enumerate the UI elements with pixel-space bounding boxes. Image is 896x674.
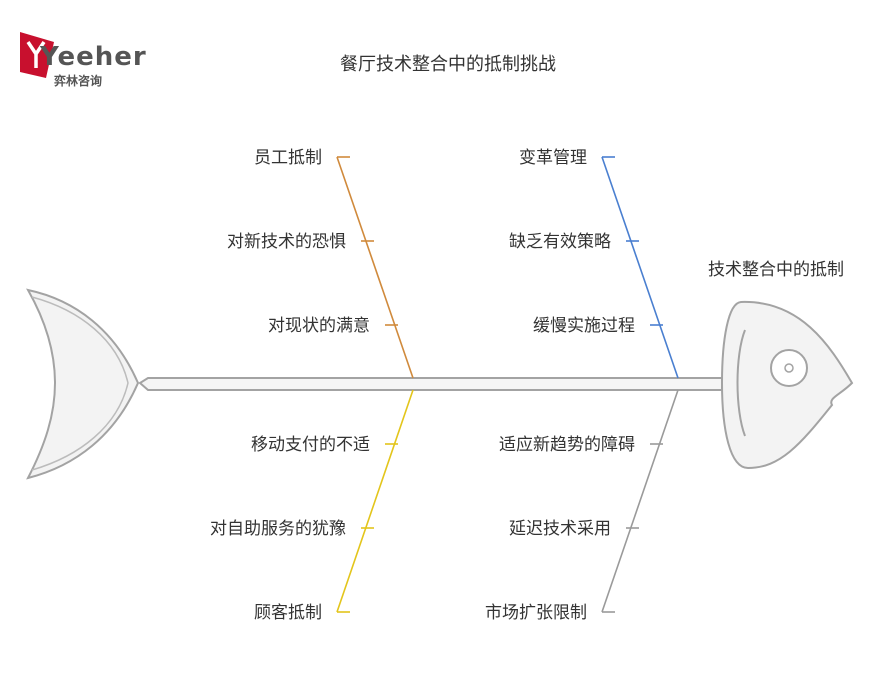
label-tr-2: 缺乏有效策略 [509, 232, 611, 252]
label-tr-3: 缓慢实施过程 [533, 316, 635, 336]
fish-gill [736, 329, 746, 437]
bottom-right-bone [601, 389, 679, 613]
fish-tail-inner [31, 296, 129, 471]
branch-layer [336, 156, 679, 613]
label-bl-3: 顾客抵制 [254, 603, 322, 623]
fish-pupil [784, 363, 794, 373]
bottom-left-bone [336, 389, 414, 613]
label-br-3: 市场扩张限制 [485, 603, 587, 623]
top-right-bone [601, 156, 679, 379]
label-tl-1: 员工抵制 [254, 148, 322, 168]
fish-spine [138, 377, 723, 391]
label-tr-1: 变革管理 [519, 148, 587, 168]
logo-wordmark: Yeeher [40, 42, 147, 72]
logo-subtitle: 弈林咨询 [54, 74, 103, 88]
label-bl-2: 对自助服务的犹豫 [210, 519, 346, 539]
label-tl-2: 对新技术的恐惧 [227, 232, 346, 252]
diagram-title: 餐厅技术整合中的抵制挑战 [340, 54, 556, 75]
top-left-bone [336, 156, 414, 379]
company-logo: Yeeher 弈林咨询 [18, 28, 148, 88]
fish-tail [26, 288, 140, 480]
head-label: 技术整合中的抵制 [708, 260, 844, 280]
label-tl-3: 对现状的满意 [268, 316, 370, 336]
logo-mark-icon [20, 32, 54, 78]
label-bl-1: 移动支付的不适 [251, 435, 370, 455]
label-br-1: 适应新趋势的障碍 [499, 435, 635, 455]
label-br-2: 延迟技术采用 [509, 519, 611, 539]
